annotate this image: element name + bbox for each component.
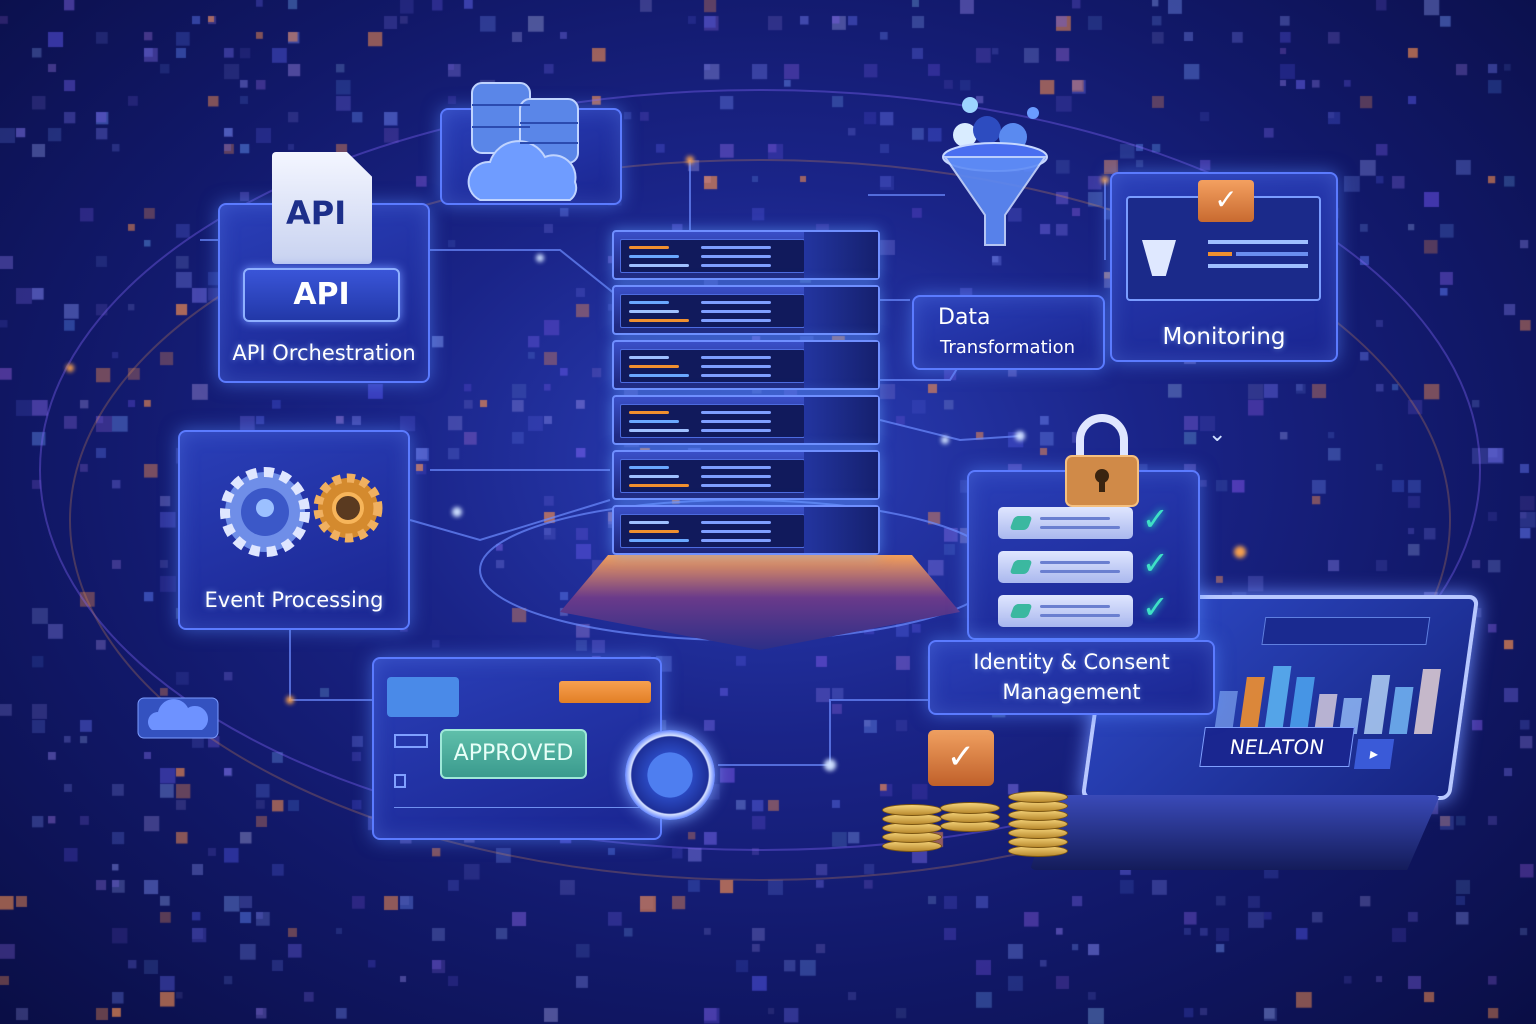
data-transformation-title-line2: Transformation <box>940 337 1076 358</box>
chart-bar <box>1388 686 1414 734</box>
round-action-button[interactable] <box>625 730 715 820</box>
cloud-icon <box>137 697 219 739</box>
coin <box>882 804 942 816</box>
api-orchestration-title: API Orchestration <box>232 341 416 365</box>
server-unit <box>612 450 880 500</box>
message-card <box>387 677 459 717</box>
identity-title-line1: Identity & Consent <box>973 650 1170 674</box>
checkbox-placeholder <box>394 734 428 748</box>
text-line <box>1208 240 1308 244</box>
server-unit <box>612 340 880 390</box>
approved-status-badge: APPROVED <box>440 729 587 779</box>
chevron-down-icon[interactable]: ⌄ <box>1208 422 1227 447</box>
consent-row[interactable] <box>998 595 1133 627</box>
shield-check-icon: ✓ <box>1198 180 1254 222</box>
server-unit <box>612 285 880 335</box>
monitoring-screen <box>1126 196 1321 301</box>
coin <box>1008 791 1068 803</box>
orange-progress-bar[interactable] <box>559 681 651 703</box>
chart-bar <box>1238 677 1265 734</box>
checkmark-badge-icon: ✓ <box>928 730 994 786</box>
event-processing-title: Event Processing <box>204 588 384 612</box>
bar-chart <box>1213 639 1457 734</box>
identity-title-line2: Management <box>1002 680 1141 704</box>
server-unit <box>612 395 880 445</box>
check-icon: ✓ <box>1142 544 1169 582</box>
server-unit <box>612 505 880 555</box>
consent-row[interactable] <box>998 507 1133 539</box>
monitoring-title: Monitoring <box>1162 324 1286 350</box>
padlock-icon <box>1065 414 1139 507</box>
chart-bar <box>1413 669 1441 734</box>
approval-panel: APPROVED <box>372 657 662 840</box>
chart-bar <box>1363 675 1391 734</box>
consent-row[interactable] <box>998 551 1133 583</box>
data-transformation-panel[interactable]: Data Transformation <box>912 295 1105 370</box>
check-icon: ✓ <box>1142 500 1169 538</box>
laptop-keyboard <box>1030 795 1440 870</box>
api-document-icon: API <box>272 152 372 264</box>
chart-icon <box>1142 240 1176 276</box>
text-line <box>1208 252 1232 256</box>
divider <box>394 807 644 808</box>
check-icon: ✓ <box>1142 588 1169 626</box>
coin <box>940 802 1000 814</box>
chart-bar <box>1288 677 1315 734</box>
database-cloud-icon <box>467 82 579 201</box>
api-document-label: API <box>286 194 347 232</box>
text-line <box>1208 264 1308 268</box>
data-transformation-title-line1: Data <box>938 305 991 330</box>
text-line <box>1236 252 1308 256</box>
checkbox[interactable] <box>394 774 406 788</box>
identity-consent-panel[interactable]: Identity & Consent Management <box>928 640 1215 715</box>
api-button[interactable]: API <box>243 268 400 322</box>
next-arrow-button[interactable]: ▸ <box>1353 739 1395 769</box>
event-processing-panel[interactable]: Event Processing <box>178 430 410 630</box>
server-unit <box>612 230 880 280</box>
data-funnel-icon <box>942 97 1048 246</box>
chart-bar <box>1263 665 1292 734</box>
laptop-label: NELATON <box>1199 727 1355 767</box>
gears-icon <box>220 467 383 557</box>
